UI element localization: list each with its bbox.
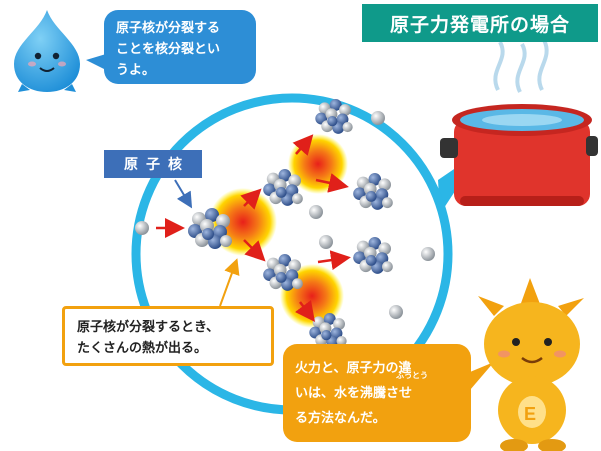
neutron bbox=[135, 221, 149, 235]
caption-line: たくさんの熱が出る。 bbox=[77, 341, 208, 356]
bubble-top-tail bbox=[86, 54, 106, 70]
neutron bbox=[319, 235, 333, 249]
bubble-bottom-tail bbox=[470, 362, 494, 390]
nucleus-label: 原子核 bbox=[104, 150, 202, 178]
svg-text:E: E bbox=[524, 404, 536, 424]
heat-caption-box: 原子核が分裂するとき、 たくさんの熱が出る。 bbox=[62, 306, 274, 366]
nucleus-pointer bbox=[174, 179, 193, 209]
boiling-pot bbox=[440, 39, 598, 206]
caption-line: 原子核が分裂するとき、 bbox=[77, 320, 220, 335]
water-drop-character bbox=[14, 10, 80, 92]
neutron bbox=[309, 205, 323, 219]
speech-line: うよ。 bbox=[116, 63, 156, 78]
heat-pointer bbox=[219, 258, 240, 307]
speech-line: 火力と、原子力の違 bbox=[295, 361, 412, 376]
page-title: 原子力発電所の場合 bbox=[362, 4, 598, 42]
neutron bbox=[389, 305, 403, 319]
speech-line: いは、水を沸騰させ bbox=[295, 386, 413, 401]
neutron-arrows bbox=[156, 134, 351, 322]
speech-bubble-top: 原子核が分裂する ことを核分裂とい うよ。 bbox=[104, 10, 256, 84]
speech-line: ことを核分裂とい bbox=[116, 42, 221, 57]
neutron bbox=[371, 111, 385, 125]
speech-bubble-bottom: 火力と、原子力の違 いは、水を沸騰させ る方法なんだ。 bbox=[283, 344, 471, 442]
ruby-reading: ふっとう bbox=[396, 371, 428, 380]
speech-line: 原子核が分裂する bbox=[116, 21, 221, 36]
neutron bbox=[421, 247, 435, 261]
speech-line: る方法なんだ。 bbox=[295, 411, 386, 426]
mascot-character: E bbox=[478, 278, 584, 451]
